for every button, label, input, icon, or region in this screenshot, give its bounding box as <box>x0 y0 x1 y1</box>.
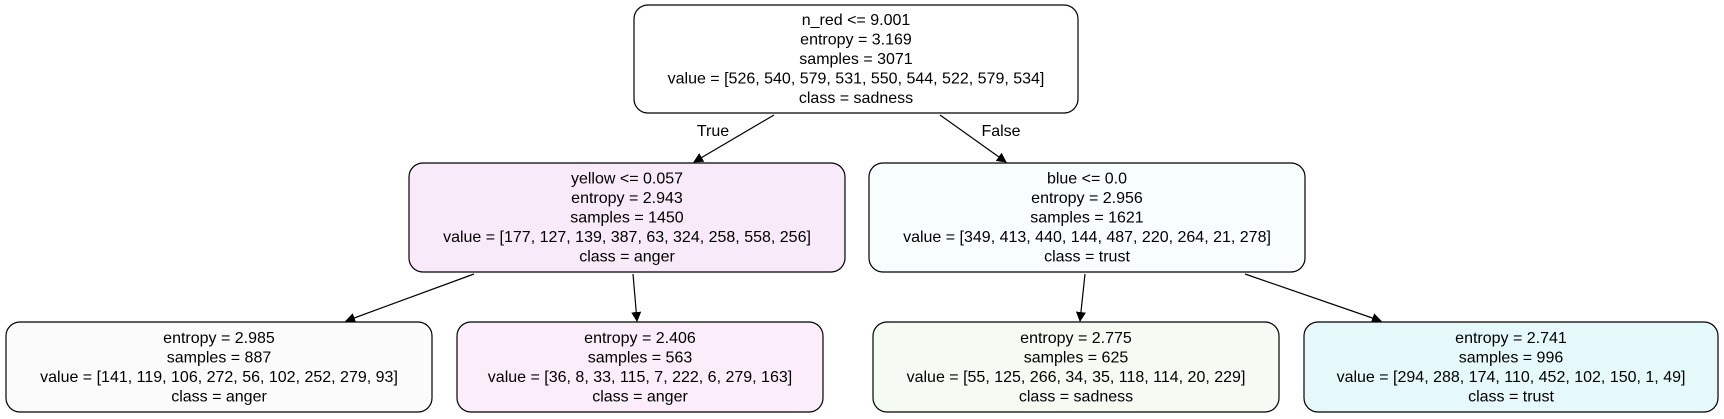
node-line: value = [349, 413, 440, 144, 487, 220, 2… <box>903 229 1271 246</box>
node-line: value = [141, 119, 106, 272, 56, 102, 25… <box>40 369 398 386</box>
edge-left-to-leaf2 <box>631 273 642 322</box>
node-box <box>872 321 1280 413</box>
node-line: class = anger <box>171 388 267 405</box>
node-line: class = anger <box>579 249 675 266</box>
node-line: n_red <= 9.001 <box>802 12 911 29</box>
tree-node-left: yellow <= 0.057 entropy = 2.943 samples = … <box>408 162 846 273</box>
edge-root-to-left <box>693 114 775 163</box>
tree-node-leaf4: entropy = 2.741 samples = 996 value = [294… <box>1303 321 1719 413</box>
node-line: samples = 1450 <box>570 210 684 227</box>
node-box <box>868 162 1306 273</box>
tree-node-leaf3: entropy = 2.775 samples = 625 value = [55,… <box>872 321 1280 413</box>
node-line: entropy = 3.169 <box>800 32 912 49</box>
node-line: samples = 625 <box>1024 349 1129 366</box>
tree-node-leaf2: entropy = 2.406 samples = 563 value = [36,… <box>456 321 824 413</box>
tree-node-leaf1: entropy = 2.985 samples = 887 value = [141… <box>5 321 433 413</box>
node-line: class = trust <box>1468 388 1554 405</box>
nodes-layer: n_red <= 9.001 entropy = 3.169 samples = 3… <box>5 4 1719 413</box>
node-box <box>456 321 824 413</box>
node-line: entropy = 2.943 <box>571 190 683 207</box>
edge-right-to-leaf3 <box>1075 273 1086 322</box>
node-line: entropy = 2.956 <box>1031 190 1143 207</box>
node-box <box>633 4 1079 114</box>
node-line: class = trust <box>1044 249 1130 266</box>
node-line: class = anger <box>592 388 688 405</box>
node-line: value = [177, 127, 139, 387, 63, 324, 25… <box>443 229 811 246</box>
node-box <box>408 162 846 273</box>
node-line: class = sadness <box>1019 388 1133 405</box>
node-line: yellow <= 0.057 <box>571 171 683 188</box>
node-line: class = sadness <box>799 90 913 107</box>
tree-node-right: blue <= 0.0 entropy = 2.956 samples = 1621… <box>868 162 1306 273</box>
node-line: entropy = 2.406 <box>584 330 696 347</box>
node-line: value = [36, 8, 33, 115, 7, 222, 6, 279,… <box>488 369 792 386</box>
node-line: samples = 3071 <box>799 51 913 68</box>
node-box <box>1303 321 1719 413</box>
edges-layer: True False <box>345 114 1382 323</box>
edge-label-false: False <box>981 123 1020 140</box>
node-line: samples = 563 <box>588 349 693 366</box>
edge-root-to-right <box>939 114 1007 163</box>
node-line: blue <= 0.0 <box>1047 171 1127 188</box>
node-line: value = [526, 540, 579, 531, 550, 544, 5… <box>668 71 1045 88</box>
node-line: samples = 996 <box>1459 349 1564 366</box>
node-line: entropy = 2.741 <box>1455 330 1567 347</box>
node-line: samples = 1621 <box>1030 210 1144 227</box>
node-line: samples = 887 <box>167 349 272 366</box>
node-box <box>5 321 433 413</box>
edge-label-true: True <box>697 123 729 140</box>
edge-right-to-leaf4 <box>1244 273 1382 323</box>
node-line: value = [55, 125, 266, 34, 35, 118, 114,… <box>907 369 1246 386</box>
node-line: entropy = 2.985 <box>163 330 275 347</box>
edge-left-to-leaf1 <box>345 273 475 323</box>
tree-node-root: n_red <= 9.001 entropy = 3.169 samples = 3… <box>633 4 1079 114</box>
node-line: entropy = 2.775 <box>1020 330 1132 347</box>
node-line: value = [294, 288, 174, 110, 452, 102, 1… <box>1337 369 1686 386</box>
